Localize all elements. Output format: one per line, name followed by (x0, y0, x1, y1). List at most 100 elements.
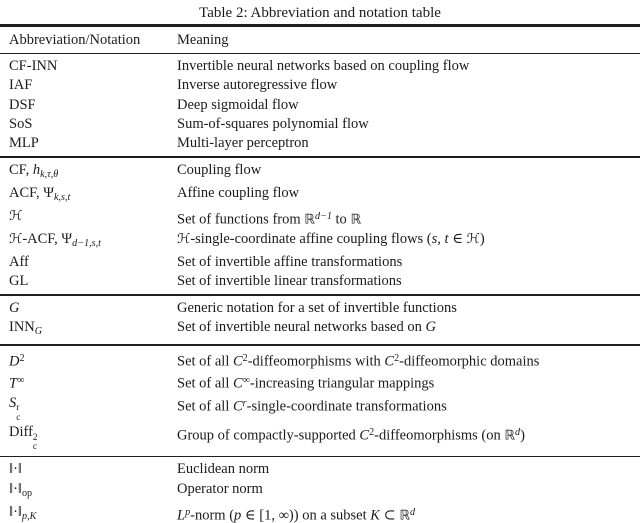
table-row: MLP Multi-layer perceptron (0, 134, 640, 153)
math-segment: ℋ (9, 208, 23, 225)
math-segment: ℋ (9, 230, 23, 247)
math-segment: C (359, 427, 370, 444)
math-segment: d−1,s,t (72, 237, 101, 249)
math-segment: MLP (9, 135, 39, 152)
table-group: CF-INN Invertible neural networks based o… (0, 54, 640, 156)
math-segment: D (9, 352, 20, 369)
math-segment: k,τ,θ (40, 168, 59, 180)
math-segment: Affine coupling flow (177, 184, 300, 201)
group-divider-rule (0, 344, 640, 346)
header-meaning: Meaning (177, 31, 229, 48)
math-segment: Group of compactly-supported (177, 427, 360, 444)
math-segment: ℝ (350, 211, 362, 228)
math-segment: Aff (9, 253, 29, 270)
cell-meaning: Set of all C∞-increasing triangular mapp… (177, 371, 640, 394)
math-segment: INN (9, 319, 35, 336)
math-segment: ‖·‖ (9, 461, 22, 478)
cell-meaning: Coupling flow (177, 161, 640, 184)
header-divider-rule (0, 52, 640, 54)
cell-notation: T∞ (0, 371, 177, 394)
table-caption: Table 2: Abbreviation and notation table (199, 5, 441, 21)
math-segment: -diffeomorphisms (on (374, 427, 505, 444)
cell-meaning: Set of all Cr-single-coordinate transfor… (177, 394, 640, 424)
header-notation: Abbreviation/Notation (9, 31, 141, 48)
group-divider-rule (0, 294, 640, 296)
math-segment: Set of functions from (177, 211, 305, 228)
math-segment: G (34, 325, 43, 337)
cell-notation: SoS (0, 115, 177, 134)
math-segment: Multi-layer perceptron (177, 135, 309, 152)
math-segment: Diff (9, 424, 33, 441)
math-segment: ACF, Ψ (9, 184, 54, 201)
math-segment: ) (520, 427, 525, 444)
cell-notation: ACF, Ψk,s,t (0, 184, 177, 207)
cell-meaning: Euclidean norm (177, 460, 640, 479)
math-segment: ℋ (466, 230, 480, 247)
cell-notation: ℋ-ACF, Ψd−1,s,t (0, 230, 177, 253)
math-segment: GL (9, 273, 29, 290)
table-header-row: Abbreviation/Notation Meaning (0, 27, 640, 53)
cell-meaning: Group of compactly-supported C2-diffeomo… (177, 423, 640, 453)
math-segment: ‖·‖ (9, 480, 22, 497)
math-segment: ⊂ (379, 506, 400, 523)
cell-notation: ‖·‖op (0, 480, 177, 503)
math-segment: Set of all (177, 375, 233, 392)
math-segment: d (515, 427, 521, 439)
math-segment: ℝ (504, 427, 516, 444)
math-segment: C (384, 352, 395, 369)
math-segment: L (177, 506, 186, 523)
math-segment: Inverse autoregressive flow (177, 77, 338, 94)
math-segment: ∈ (448, 230, 467, 247)
math-segment: ∞ (242, 375, 250, 387)
cell-meaning: Invertible neural networks based on coup… (177, 57, 640, 76)
math-segment: SoS (9, 115, 33, 132)
math-segment: r (242, 397, 247, 409)
math-segment: Set of invertible affine transformations (177, 253, 403, 270)
cell-notation: G (0, 299, 177, 318)
cell-meaning: Sum-of-squares polynomial flow (177, 115, 640, 134)
math-segment: ℝ (399, 506, 411, 523)
math-segment: K (370, 506, 380, 523)
cell-meaning: Lp-norm (p ∈ [1, ∞)) on a subset K ⊂ ℝd (177, 503, 640, 523)
cell-meaning: Set of all C2-diffeomorphisms with C2-di… (177, 349, 640, 372)
math-segment: C (232, 352, 243, 369)
math-segment: CF-INN (9, 57, 58, 74)
group-divider-rule (0, 455, 640, 458)
math-segment: 2 (369, 427, 375, 439)
math-segment: Set of all (177, 352, 233, 369)
cell-meaning: ℋ-single-coordinate affine coupling flow… (177, 230, 640, 253)
math-segment: h (32, 161, 41, 178)
math-segment: 2 (394, 352, 400, 364)
math-segment: Euclidean norm (177, 461, 270, 478)
cell-meaning: Multi-layer perceptron (177, 134, 640, 153)
math-segment: ) (479, 230, 485, 247)
table-row: ‖·‖ Euclidean norm (0, 460, 640, 479)
math-segment: Sum-of-squares polynomial flow (177, 115, 369, 132)
math-segment: Coupling flow (177, 161, 262, 178)
cell-notation: GL (0, 272, 177, 291)
math-segment: T (9, 375, 18, 392)
math-segment: -ACF, Ψ (22, 230, 73, 247)
cell-notation: CF, hk,τ,θ (0, 161, 177, 184)
cell-meaning: Set of invertible affine transformations (177, 253, 640, 272)
cell-notation: MLP (0, 134, 177, 153)
math-segment: -diffeomorphic domains (399, 352, 540, 369)
table-row: CF-INN Invertible neural networks based o… (0, 57, 640, 76)
math-segment: ℋ (177, 230, 191, 247)
math-segment: Set of all (177, 397, 233, 414)
math-segment: -single-coordinate affine coupling flows… (190, 230, 432, 247)
